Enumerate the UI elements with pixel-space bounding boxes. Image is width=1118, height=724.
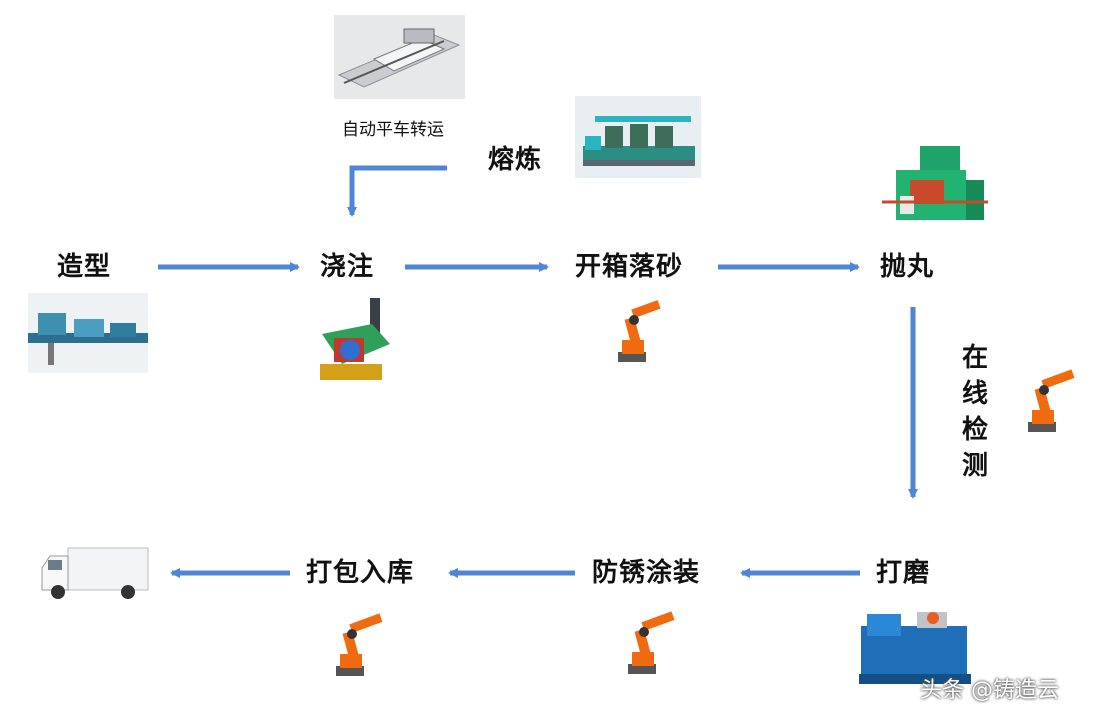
smelting-furnace-image [575, 96, 701, 178]
step-shotblast: 抛丸 [880, 252, 935, 282]
step-painting: 防锈涂装 [592, 558, 701, 588]
step-packing: 打包入库 [306, 558, 415, 588]
step-pouring: 浇注 [320, 252, 375, 282]
grinding-machine-image [859, 612, 971, 684]
delivery-truck-image [41, 547, 149, 599]
transfer-cart-image [334, 15, 465, 99]
step-shakeout: 开箱落砂 [575, 252, 684, 282]
pouring-machine-image [320, 298, 390, 380]
robot-shakeout-icon [618, 300, 661, 362]
step-grinding: 打磨 [876, 558, 931, 588]
robot-packing-icon [336, 613, 383, 676]
watermark: 头条 @铸造云 [920, 678, 1059, 703]
arrow-transfer-to-pouring [347, 165, 447, 217]
inline-inspection-label: 在 线 检 测 [961, 343, 988, 481]
shot-blast-machine-image [882, 146, 988, 220]
molding-line-image [28, 293, 148, 373]
step-smelting: 熔炼 [488, 145, 543, 175]
robot-inspection-icon [1028, 369, 1075, 432]
robot-painting-icon [628, 611, 675, 674]
step-transfer: 自动平车转运 [342, 120, 444, 140]
step-molding: 造型 [57, 252, 112, 282]
